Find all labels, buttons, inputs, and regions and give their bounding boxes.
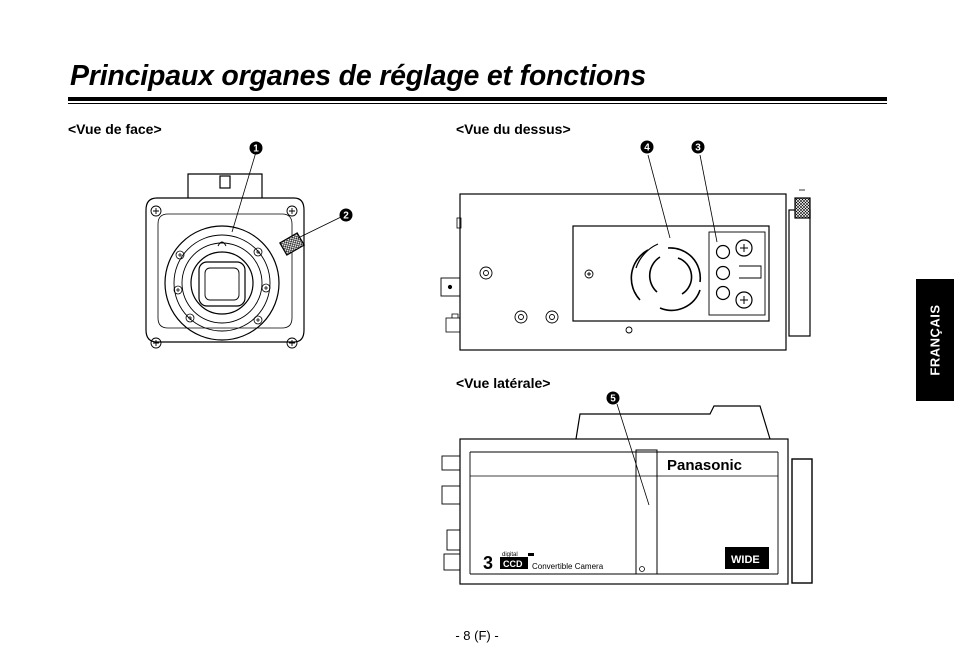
side-view-heading: <Vue latérale> [456,375,551,391]
svg-text:4: 4 [644,143,650,154]
callout-4: 4 [640,140,654,154]
svg-text:2: 2 [343,211,349,222]
title-rule-thin [68,103,887,104]
three-ccd-numeral: 3 [483,553,493,573]
top-view-heading: <Vue du dessus> [456,121,571,137]
front-view-drawing [145,151,342,349]
front-view-heading: <Vue de face> [68,121,162,137]
page-number: - 8 (F) - [455,628,499,643]
model-text: Convertible Camera [532,562,604,571]
language-tab: FRANÇAIS [916,279,954,401]
top-view-drawing [440,154,811,351]
title-rule-thick [68,97,887,101]
callout-3: 3 [691,140,705,154]
brand-logo: Panasonic [667,457,742,474]
camera-side-labels: Panasonic 3 digital CCD Convertible Came… [483,457,760,573]
svg-text:1: 1 [253,144,259,155]
callout-5: 5 [606,391,620,405]
svg-text:3: 3 [695,143,701,154]
callout-2: 2 [339,208,353,222]
wide-badge: WIDE [731,554,760,566]
side-view-drawing [441,403,813,585]
ccd-label: CCD [503,559,523,569]
page-title: Principaux organes de réglage et fonctio… [70,60,646,92]
callout-markers: 1 2 3 4 5 [249,140,705,405]
svg-text:5: 5 [610,394,616,405]
digital-label: digital [502,552,518,558]
callout-1: 1 [249,141,263,155]
